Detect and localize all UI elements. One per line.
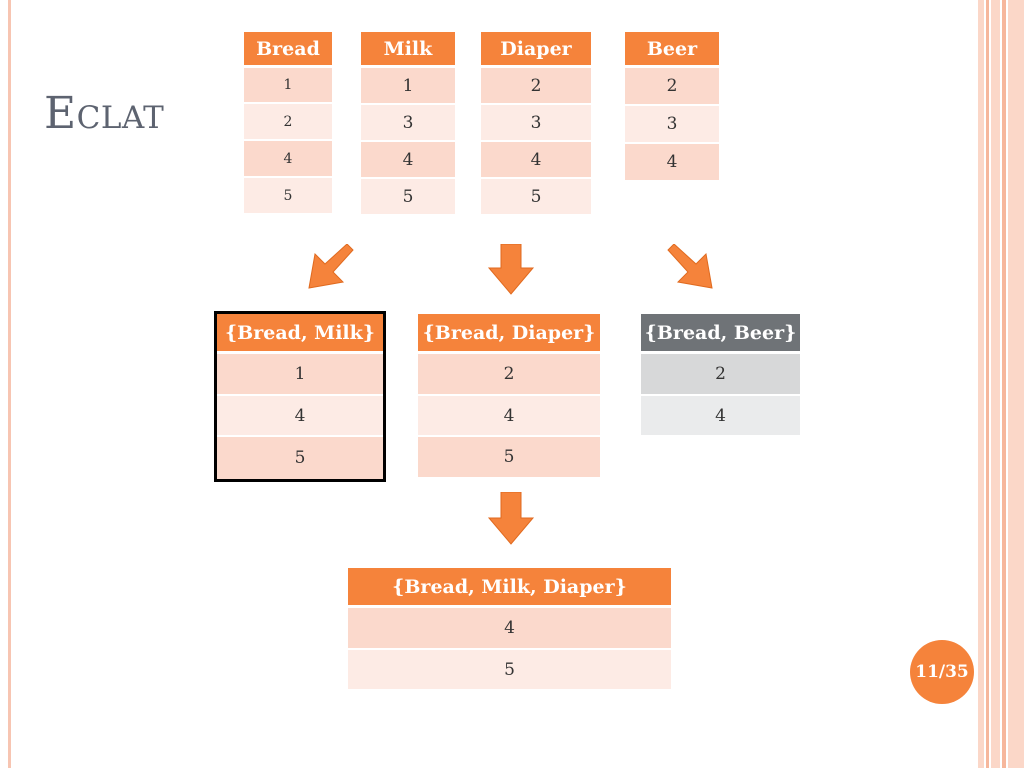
table-cell: 4 — [625, 144, 719, 182]
table-bread-milk-diaper: {Bread, Milk, Diaper} 4 5 — [348, 568, 671, 691]
arrow-down-left-icon — [308, 244, 354, 289]
table-cell: 4 — [641, 396, 800, 437]
left-rule — [8, 0, 11, 768]
table-header: {Bread, Milk, Diaper} — [348, 568, 671, 608]
slide-title-rest: CLAT — [76, 100, 165, 136]
table-cell: 5 — [361, 179, 455, 216]
arrow-down-icon — [487, 244, 535, 295]
table-header: Beer — [625, 32, 719, 68]
table-cell: 1 — [244, 68, 332, 104]
table-cell: 4 — [481, 142, 591, 179]
table-cell: 2 — [418, 354, 600, 396]
table-cell: 4 — [217, 396, 383, 437]
table-cell: 5 — [217, 437, 383, 479]
table-bread-milk: {Bread, Milk} 1 4 5 — [214, 311, 386, 482]
table-header: {Bread, Diaper} — [418, 314, 600, 354]
table-cell: 5 — [348, 650, 671, 691]
table-bread-diaper: {Bread, Diaper} 2 4 5 — [418, 314, 600, 479]
table-header: {Bread, Milk} — [217, 314, 383, 354]
right-stripe-2 — [986, 0, 989, 768]
table-cell: 4 — [418, 396, 600, 437]
table-cell: 3 — [625, 106, 719, 144]
table-cell: 2 — [244, 104, 332, 141]
table-cell: 3 — [481, 105, 591, 142]
right-stripe-5 — [1008, 0, 1024, 768]
right-stripe-3 — [991, 0, 1000, 768]
table-milk: Milk 1 3 4 5 — [361, 32, 455, 216]
table-header: Diaper — [481, 32, 591, 68]
table-header: Milk — [361, 32, 455, 68]
arrow-down-icon — [487, 492, 535, 545]
table-cell: 5 — [244, 178, 332, 215]
table-diaper: Diaper 2 3 4 5 — [481, 32, 591, 216]
table-bread: Bread 1 2 4 5 — [244, 32, 332, 215]
right-stripe-4 — [1002, 0, 1006, 768]
table-cell: 3 — [361, 105, 455, 142]
table-cell: 5 — [418, 437, 600, 479]
table-cell: 4 — [361, 142, 455, 179]
table-beer: Beer 2 3 4 — [625, 32, 719, 182]
table-header: Bread — [244, 32, 332, 68]
table-cell: 4 — [348, 608, 671, 650]
table-cell: 1 — [217, 354, 383, 396]
arrow-down-right-icon — [667, 244, 713, 289]
right-stripe-1 — [978, 0, 984, 768]
table-cell: 2 — [481, 68, 591, 105]
slide-title-initial: E — [44, 88, 77, 139]
table-cell: 2 — [641, 354, 800, 396]
table-cell: 5 — [481, 179, 591, 216]
table-bread-beer: {Bread, Beer} 2 4 — [641, 314, 800, 437]
table-cell: 2 — [625, 68, 719, 106]
table-header: {Bread, Beer} — [641, 314, 800, 354]
table-cell: 1 — [361, 68, 455, 105]
slide-title: ECLAT — [44, 92, 164, 136]
table-cell: 4 — [244, 141, 332, 178]
page-number-badge: 11/35 — [910, 640, 974, 704]
